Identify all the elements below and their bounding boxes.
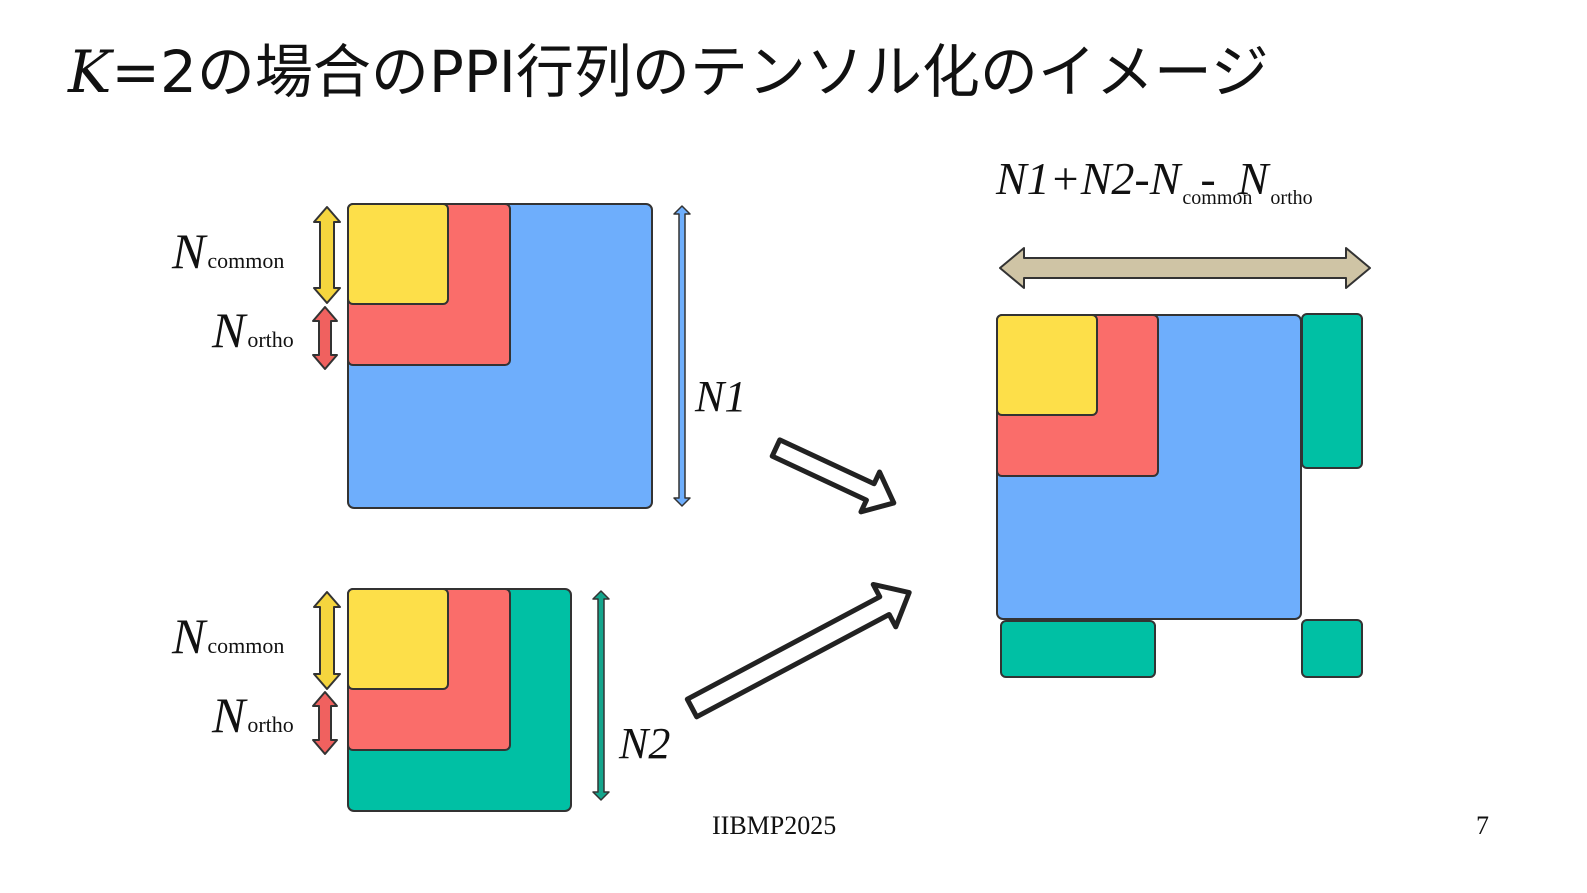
matrix-2 <box>347 588 572 812</box>
title-text: =2の場合のPPI行列のテンソル化のイメージ <box>111 38 1269 106</box>
combined-matrix <box>996 313 1363 678</box>
combined-dimension-arrow <box>999 247 1371 289</box>
matrix-2-ortho-arrow <box>312 691 338 755</box>
slide-title: K=2の場合のPPI行列のテンソル化のイメージ <box>68 38 1269 108</box>
matrix-1-ortho-arrow <box>312 306 338 370</box>
title-variable: K <box>68 38 112 106</box>
combined-teal-corner-block <box>1301 619 1363 678</box>
matrix-1-common-label: Ncommon <box>171 223 284 279</box>
matrix-2-common-label: Ncommon <box>171 608 284 664</box>
matrix-1-yellow-block <box>347 203 449 305</box>
matrix-2-common-arrow <box>313 591 341 690</box>
matrix-2-ortho-label: Northo <box>211 687 294 743</box>
matrix-1-ortho-label: Northo <box>211 302 294 358</box>
matrix-2-yellow-block <box>347 588 449 690</box>
combined-yellow-block <box>996 314 1098 416</box>
merge-arrow-bottom <box>684 581 912 720</box>
combined-teal-bottom-block <box>1000 620 1156 678</box>
merge-arrow-top <box>769 437 897 515</box>
matrix-1 <box>347 203 653 509</box>
combined-teal-right-block <box>1301 313 1363 469</box>
n2-dimension-arrow <box>592 590 610 801</box>
n1-label: N1 <box>694 372 746 421</box>
matrix-1-common-arrow <box>313 206 341 304</box>
footer-conference: IIBMP2025 <box>712 811 837 840</box>
n2-label: N2 <box>618 719 670 768</box>
n1-dimension-arrow <box>673 205 691 507</box>
page-number: 7 <box>1476 811 1489 840</box>
